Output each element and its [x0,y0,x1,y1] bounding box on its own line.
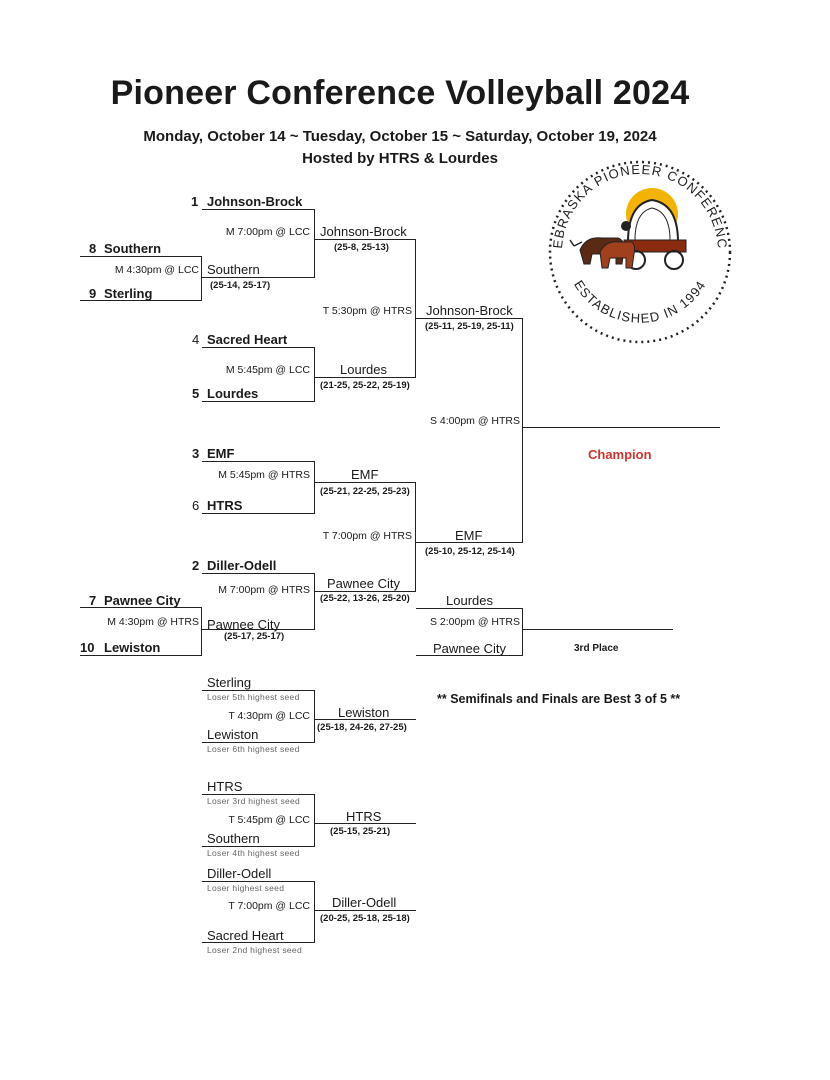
svg-text:ESTABLISHED IN 1994: ESTABLISHED IN 1994 [571,277,709,325]
page-title: Pioneer Conference Volleyball 2024 [110,74,690,112]
seed-5: 5 [192,386,200,401]
team-sacred-heart: Sacred Heart [207,332,288,347]
schedule-sf-1: T 5:30pm @ HTRS [322,305,412,317]
sf-score-1: (25-11, 25-19, 25-11) [425,321,514,332]
seed-3: 3 [192,446,200,461]
sf-score-2: (25-10, 25-12, 25-14) [425,546,515,557]
qf-winner-1: Johnson-Brock [320,224,407,239]
seed-8: 8 [89,241,97,256]
qf-score-3: (25-21, 22-25, 25-23) [320,486,410,497]
winner-playin-1: Southern [207,262,260,277]
team-htrs: HTRS [207,498,243,513]
team-lewiston: Lewiston [104,640,161,655]
qf-score-4: (25-22, 13-26, 25-20) [320,593,410,604]
cons-2-bottom-note: Loser 4th highest seed [207,848,300,858]
seed-9: 9 [89,286,97,301]
cons-2-score: (25-15, 25-21) [330,826,391,837]
qf-score-1: (25-8, 25-13) [334,242,389,253]
covered-wagon-oxen-icon [569,188,687,270]
cons-3-score: (20-25, 25-18, 25-18) [320,913,410,924]
third-team-top: Lourdes [446,593,493,608]
cons-3-top: Diller-Odell [207,866,272,881]
logo-bottom-text: ESTABLISHED IN 1994 [571,277,708,325]
seed-4: 4 [192,332,200,347]
schedule-third: S 2:00pm @ HTRS [429,616,520,628]
score-playin-1: (25-14, 25-17) [210,280,271,291]
cons-3-sched: T 7:00pm @ LCC [228,900,310,912]
host-line: Hosted by HTRS & Lourdes [302,150,498,167]
cons-2-sched: T 5:45pm @ LCC [228,814,310,826]
cons-2-winner: HTRS [346,809,382,824]
sf-winner-1: Johnson-Brock [426,303,513,318]
cons-3-winner: Diller-Odell [332,895,397,910]
sf-winner-2: EMF [455,528,483,543]
team-diller-odell: Diller-Odell [207,558,277,573]
cons-3-bottom: Sacred Heart [207,928,284,943]
schedule-playin-2: M 4:30pm @ HTRS [107,616,199,628]
format-note: ** Semifinals and Finals are Best 3 of 5… [437,692,681,706]
seed-6: 6 [192,498,200,513]
qf-score-2: (21-25, 25-22, 25-19) [320,380,410,391]
cons-1-bottom-note: Loser 6th highest seed [207,744,300,754]
qf-winner-4: Pawnee City [327,576,400,591]
cons-3-bottom-note: Loser 2nd highest seed [207,945,302,955]
third-place-label: 3rd Place [574,643,619,654]
cons-1-sched: T 4:30pm @ LCC [228,710,310,722]
team-pawnee-city: Pawnee City [104,593,181,608]
schedule-g1: M 7:00pm @ LCC [225,226,310,238]
team-lourdes: Lourdes [207,386,259,401]
champion-label: Champion [588,447,652,462]
seed-10: 10 [80,640,95,655]
third-team-bottom: Pawnee City [433,641,506,656]
qf-winner-2: Lourdes [340,362,387,377]
schedule-g4: M 7:00pm @ HTRS [218,584,310,596]
cons-2-bottom: Southern [207,831,260,846]
team-johnson-brock: Johnson-Brock [207,194,303,209]
cons-3-top-note: Loser highest seed [207,883,285,893]
schedule-playin-1: M 4:30pm @ LCC [114,264,199,276]
cons-1-top-note: Loser 5th highest seed [207,692,300,702]
score-playin-2: (25-17, 25-17) [224,631,285,642]
cons-2-top-note: Loser 3rd highest seed [207,796,301,806]
seed-1: 1 [191,194,199,209]
cons-2-top: HTRS [207,779,243,794]
schedule-g3: M 5:45pm @ HTRS [218,469,310,481]
schedule-sf-2: T 7:00pm @ HTRS [322,530,412,542]
team-emf: EMF [207,446,235,461]
cons-1-winner: Lewiston [338,705,390,720]
schedule-final: S 4:00pm @ HTRS [429,415,520,427]
cons-1-bottom: Lewiston [207,727,259,742]
seed-7: 7 [89,593,97,608]
winner-playin-2: Pawnee City [207,617,280,632]
qf-winner-3: EMF [351,467,379,482]
cons-1-score: (25-18, 24-26, 27-25) [317,722,407,733]
event-dates: Monday, October 14 ~ Tuesday, October 15… [143,128,657,145]
team-sterling: Sterling [104,286,153,301]
cons-1-top: Sterling [207,675,252,690]
team-southern: Southern [104,241,162,256]
schedule-g2: M 5:45pm @ LCC [225,364,310,376]
seed-2: 2 [192,558,200,573]
